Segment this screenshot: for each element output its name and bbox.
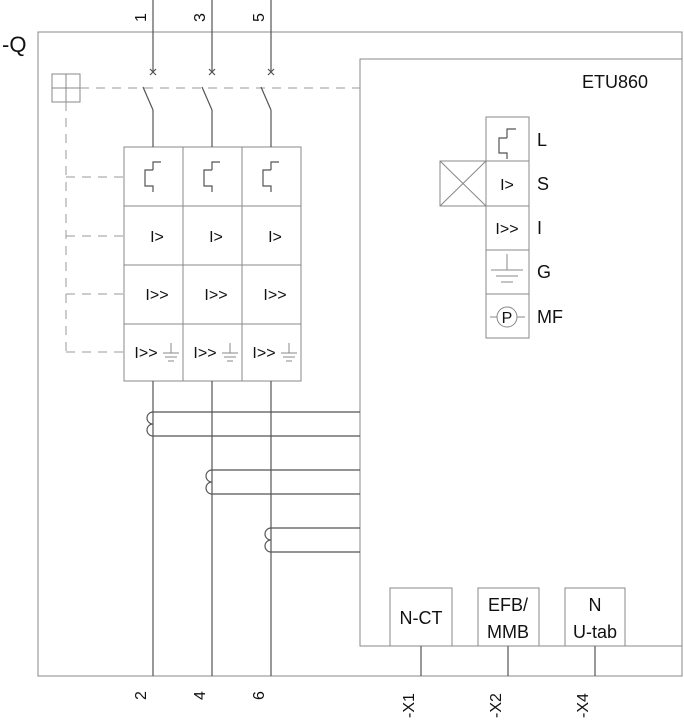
pole-1-bottom-label: 2 <box>133 691 150 700</box>
pole-2-short-label: I>> <box>204 287 227 304</box>
mechanism-box <box>51 73 81 103</box>
terminal-x4-label-line2: U-tab <box>573 622 617 642</box>
terminal-x2-label-line1: EFB/ <box>488 595 528 615</box>
pole-3-ground-icon <box>281 343 297 362</box>
pole-1-current-transformer <box>146 411 360 437</box>
terminal-x2-port: -X2 <box>488 693 505 718</box>
etu-pressure-icon <box>496 306 518 328</box>
pole-3: 5 6 I> I>> I>> <box>251 0 360 700</box>
pole-1: 1 2 I> I>> I>> <box>133 0 360 700</box>
pole-2: 3 4 I> I>> I>> <box>192 0 360 700</box>
etu-function-i-symbol: I>> <box>495 221 518 238</box>
pole-1-overload-label: I> <box>150 229 164 246</box>
terminal-x4-label-line1: N <box>589 595 602 615</box>
etu-box <box>359 58 683 647</box>
pole-2-ground-icon <box>222 343 238 362</box>
terminal-x1-label: N-CT <box>400 608 443 628</box>
etu-function-mf-symbol: P <box>502 310 513 327</box>
pole-3-ground-label: I>> <box>252 345 275 362</box>
pole-3-current-transformer <box>264 527 360 553</box>
etu-function-i-label: I <box>537 218 542 238</box>
terminal-x1-port: -X1 <box>401 693 418 718</box>
etu-title: ETU860 <box>582 72 648 92</box>
pole-2-ground-label: I>> <box>193 345 216 362</box>
pole-2-top-label: 3 <box>192 13 209 22</box>
pole-2-overload-icon <box>203 161 220 192</box>
pole-1-top-label: 1 <box>133 13 150 22</box>
pole-3-short-label: I>> <box>263 287 286 304</box>
etu-function-mf-label: MF <box>537 307 563 327</box>
etu-crossed-box <box>439 160 487 207</box>
terminal-x4: N U-tab -X4 <box>564 587 626 718</box>
terminal-x2-label-line2: MMB <box>487 622 529 642</box>
etu-function-s-label: S <box>537 174 549 194</box>
pole-1-short-label: I>> <box>145 287 168 304</box>
pole-1-ground-label: I>> <box>134 345 157 362</box>
terminal-x1: N-CT -X1 <box>389 587 453 718</box>
mechanical-linkage <box>65 87 360 353</box>
terminal-x4-port: -X4 <box>575 693 592 718</box>
pole-3-top-label: 5 <box>251 13 268 22</box>
pole-3-bottom-label: 6 <box>251 691 268 700</box>
etu-ground-icon <box>491 254 523 283</box>
pole-3-overload-label: I> <box>268 229 282 246</box>
pole-2-current-transformer <box>205 469 360 495</box>
pole-2-bottom-label: 4 <box>192 691 209 700</box>
pole-1-overload-icon <box>144 161 161 192</box>
pole-trip-grid <box>123 146 302 382</box>
etu-function-l-label: L <box>537 130 547 150</box>
terminal-x2: EFB/ MMB -X2 <box>477 587 540 718</box>
pole-3-overload-icon <box>262 161 279 192</box>
pole-2-overload-label: I> <box>209 229 223 246</box>
device-label: -Q <box>2 32 26 57</box>
etu-function-s-symbol: I> <box>500 177 514 194</box>
etu-function-g-label: G <box>537 262 551 282</box>
pole-1-ground-icon <box>163 343 179 362</box>
etu-long-time-icon <box>498 128 516 159</box>
etu-function-column: L I> S I>> I G P MF <box>485 116 563 339</box>
